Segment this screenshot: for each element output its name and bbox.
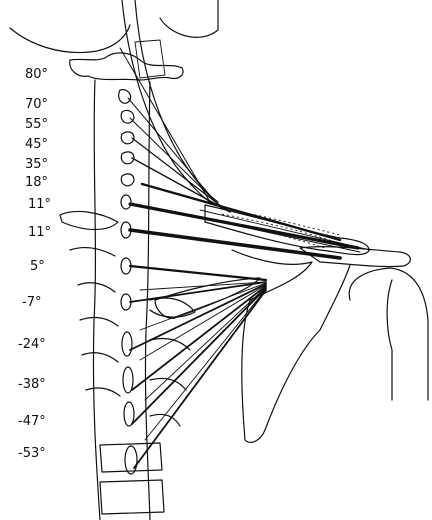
fiber-accessory-1 (140, 282, 266, 290)
angle-label-minus7: -7° (22, 296, 41, 309)
fiber-accessory-4 (145, 287, 266, 400)
skull-base-outline (10, 0, 218, 53)
angle-label-70: 70° (25, 98, 48, 111)
angle-label-minus24: -24° (18, 338, 46, 351)
fiber-11a (130, 204, 358, 248)
vertebral-column-left (93, 80, 100, 520)
fiber-11b (130, 230, 340, 258)
angle-label-18: 18° (25, 176, 48, 189)
fiber-minus38 (132, 286, 266, 390)
fiber-70 (128, 98, 218, 205)
trapezius-fibers (120, 48, 370, 468)
angle-label-80: 80° (25, 68, 48, 81)
humeral-head (349, 268, 428, 400)
angle-label-11-upper: 11° (28, 198, 51, 211)
angle-label-minus53: -53° (18, 447, 46, 460)
fiber-accessory-5 (145, 289, 266, 440)
lower-vertebral-body-2 (100, 480, 164, 514)
angle-label-55: 55° (25, 118, 48, 131)
angle-label-35: 35° (25, 158, 48, 171)
thoracic-ribs (60, 211, 195, 426)
lower-vertebral-body-1 (100, 443, 162, 472)
neck-contour-outer (122, 0, 215, 205)
vertebral-column-right (145, 82, 150, 520)
atlas-vertebra (70, 53, 183, 80)
angle-label-11-lower: 11° (28, 226, 51, 239)
angle-label-45: 45° (25, 138, 48, 151)
fiber-5 (130, 266, 266, 280)
angle-label-5: 5° (30, 260, 45, 273)
thoracic-spinous-processes (121, 195, 137, 474)
angle-label-minus47: -47° (18, 415, 46, 428)
angle-label-minus38: -38° (18, 378, 46, 391)
fiber-minus7 (130, 282, 266, 302)
